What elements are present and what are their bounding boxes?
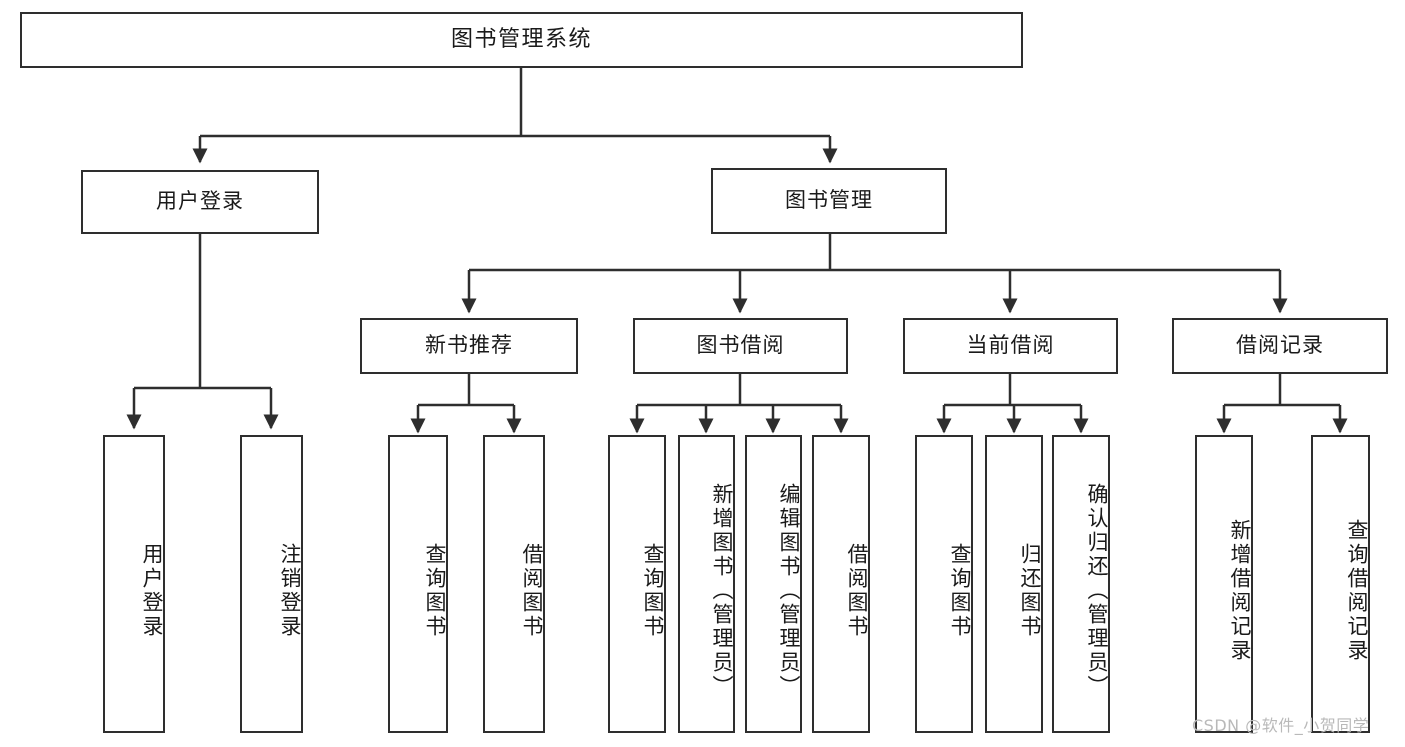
node-leaf-query-book-2[interactable]: 查询图书: [608, 435, 666, 733]
node-leaf-query-book-3[interactable]: 查询图书: [915, 435, 973, 733]
node-label: 借阅记录: [1236, 333, 1324, 358]
node-leaf-return-book[interactable]: 归还图书: [985, 435, 1043, 733]
node-root-book-management-system[interactable]: 图书管理系统: [20, 12, 1023, 68]
node-label: 查询图书: [641, 543, 665, 639]
node-label: 图书借阅: [696, 333, 785, 358]
node-label: 查询图书: [423, 543, 447, 639]
node-new-book-recommend[interactable]: 新书推荐: [360, 318, 578, 374]
node-leaf-add-book[interactable]: 新增图书（管理员）: [678, 435, 735, 733]
node-label: 借阅图书: [845, 543, 869, 639]
node-leaf-logout[interactable]: 注销登录: [240, 435, 303, 733]
node-leaf-user-login[interactable]: 用户登录: [103, 435, 165, 733]
node-current-borrow[interactable]: 当前借阅: [903, 318, 1118, 374]
node-borrow-record[interactable]: 借阅记录: [1172, 318, 1388, 374]
node-label: 新增借阅记录: [1228, 519, 1252, 663]
node-label: 借阅图书: [520, 543, 544, 639]
node-leaf-confirm-return[interactable]: 确认归还（管理员）: [1052, 435, 1110, 733]
node-book-manage[interactable]: 图书管理: [711, 168, 947, 234]
node-label: 查询图书: [948, 543, 972, 639]
node-label: 当前借阅: [966, 333, 1055, 358]
node-leaf-query-book-1[interactable]: 查询图书: [388, 435, 448, 733]
node-label: 注销登录: [278, 543, 302, 639]
node-leaf-borrow-book-2[interactable]: 借阅图书: [812, 435, 870, 733]
node-label: 新增图书（管理员）: [710, 483, 734, 699]
node-label: 图书管理系统: [450, 26, 592, 52]
node-label: 确认归还（管理员）: [1085, 483, 1109, 699]
node-label: 归还图书: [1018, 543, 1042, 639]
node-label: 查询借阅记录: [1345, 519, 1369, 663]
node-book-borrow[interactable]: 图书借阅: [633, 318, 848, 374]
node-label: 新书推荐: [425, 333, 513, 358]
node-leaf-borrow-book-1[interactable]: 借阅图书: [483, 435, 545, 733]
node-user-login[interactable]: 用户登录: [81, 170, 319, 234]
node-leaf-query-record[interactable]: 查询借阅记录: [1311, 435, 1370, 733]
node-label: 用户登录: [140, 543, 164, 639]
node-label: 编辑图书（管理员）: [777, 483, 801, 699]
node-label: 用户登录: [156, 189, 244, 214]
node-leaf-edit-book[interactable]: 编辑图书（管理员）: [745, 435, 802, 733]
node-label: 图书管理: [785, 188, 873, 213]
csdn-watermark: CSDN @软件_小贺同学: [1192, 716, 1370, 735]
node-leaf-add-record[interactable]: 新增借阅记录: [1195, 435, 1253, 733]
